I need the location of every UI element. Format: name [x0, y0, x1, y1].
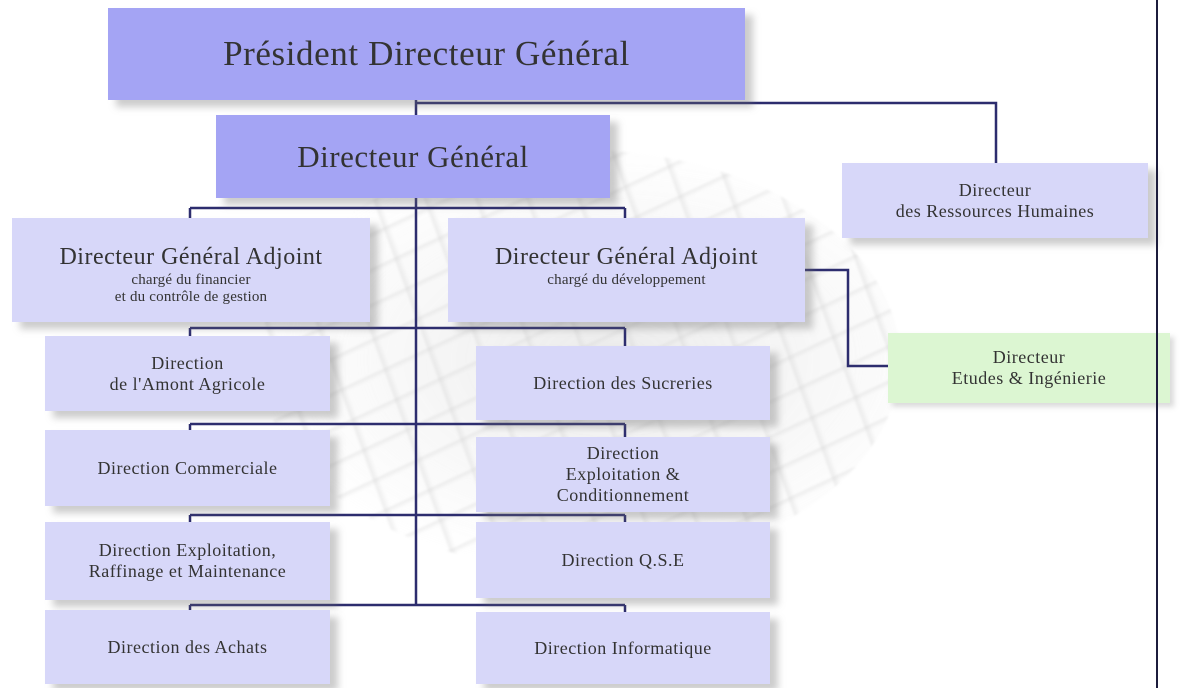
dga-dev-to-etudes-line [805, 268, 888, 368]
direction-achats-box: Direction des Achats [45, 610, 330, 684]
etudes-line1: Directeur [992, 347, 1066, 368]
pdg-to-drh-line [416, 101, 998, 163]
dg-box: Directeur Général [216, 115, 610, 198]
drh-line1: Directeur [958, 179, 1032, 200]
etudes-line2: Etudes & Ingénierie [951, 368, 1107, 388]
direction-amont-line2: de l'Amont Agricole [109, 373, 266, 394]
direction-qse-box: Direction Q.S.E [476, 522, 770, 598]
direction-exploitation-line1: Direction [586, 443, 660, 464]
dga-finance-line2: chargé du financier [131, 271, 251, 288]
direction-qse-label: Direction Q.S.E [561, 549, 685, 570]
direction-commerciale-label: Direction Commerciale [97, 457, 278, 478]
direction-informatique-box: Direction Informatique [476, 612, 770, 684]
pdg-label: Président Directeur Général [223, 33, 630, 73]
pdg-box: Président Directeur Général [108, 8, 745, 100]
right-border-line [1156, 0, 1158, 688]
direction-commerciale-box: Direction Commerciale [45, 430, 330, 506]
dga-finance-line3: et du contrôle de gestion [114, 288, 268, 305]
direction-exploitation-line3: Conditionnement [556, 484, 690, 505]
dga-dev-title: Directeur Général Adjoint [494, 244, 759, 270]
direction-exploitation-box: Direction Exploitation & Conditionnement [476, 437, 770, 512]
direction-amont-line1: Direction [151, 352, 224, 373]
dga-finance-box: Directeur Général Adjoint chargé du fina… [12, 218, 370, 322]
direction-raffinage-line1: Direction Exploitation, [98, 540, 277, 561]
direction-achats-label: Direction des Achats [107, 636, 268, 657]
drh-box: Directeur des Ressources Humaines [842, 163, 1148, 238]
direction-raffinage-box: Direction Exploitation, Raffinage et Mai… [45, 522, 330, 600]
dg-label: Directeur Général [297, 138, 529, 174]
dga-dev-line2: chargé du développement [547, 271, 706, 288]
direction-exploitation-line2: Exploitation & [565, 464, 681, 485]
etudes-box: Directeur Etudes & Ingénierie [888, 333, 1170, 403]
direction-amont-box: Direction de l'Amont Agricole [45, 336, 330, 411]
direction-informatique-label: Direction Informatique [534, 637, 712, 658]
dga-finance-title: Directeur Général Adjoint [59, 244, 323, 270]
dga-dev-box: Directeur Général Adjoint chargé du déve… [448, 218, 805, 322]
drh-line2: des Ressources Humaines [895, 200, 1095, 221]
direction-sucreries-label: Direction des Sucreries [533, 372, 713, 393]
direction-sucreries-box: Direction des Sucreries [476, 346, 770, 420]
direction-raffinage-line2: Raffinage et Maintenance [88, 561, 287, 581]
